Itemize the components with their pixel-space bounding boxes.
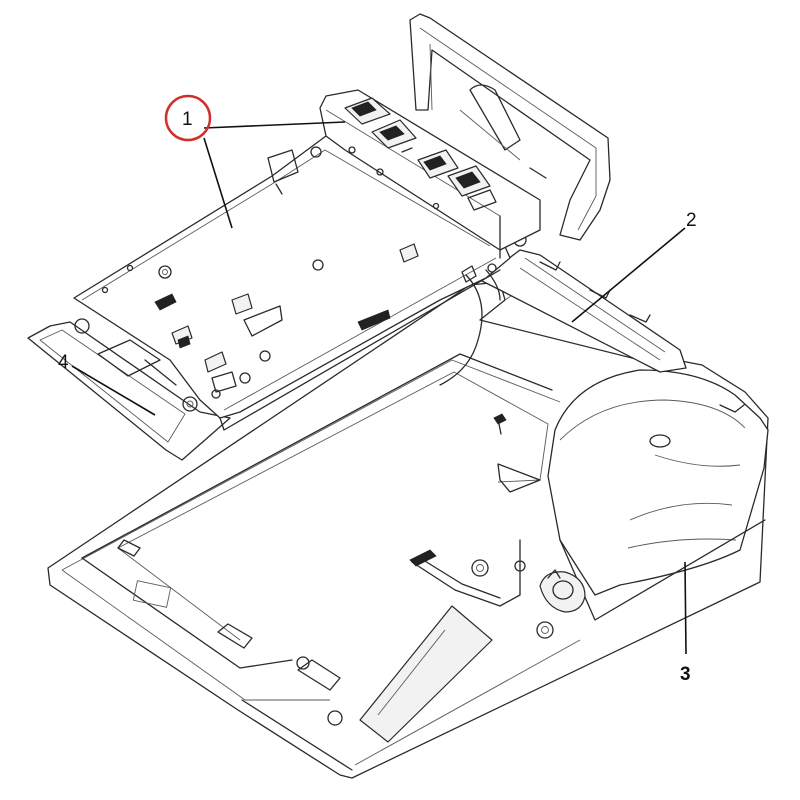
callout-label-3: 3 bbox=[680, 664, 691, 685]
main-circuit-board bbox=[73, 135, 527, 431]
callout-label-1: 1 bbox=[182, 109, 193, 130]
highlight-ring bbox=[164, 94, 212, 142]
leader-lines bbox=[71, 121, 687, 655]
mounting-screw bbox=[493, 413, 507, 435]
stand-bracket bbox=[409, 13, 611, 241]
rear-hinge-frame bbox=[479, 249, 687, 373]
rear-connector-block bbox=[319, 89, 541, 251]
keypad-frame bbox=[27, 318, 231, 461]
callout-label-4: 4 bbox=[58, 352, 69, 373]
callout-label-2: 2 bbox=[686, 210, 697, 231]
